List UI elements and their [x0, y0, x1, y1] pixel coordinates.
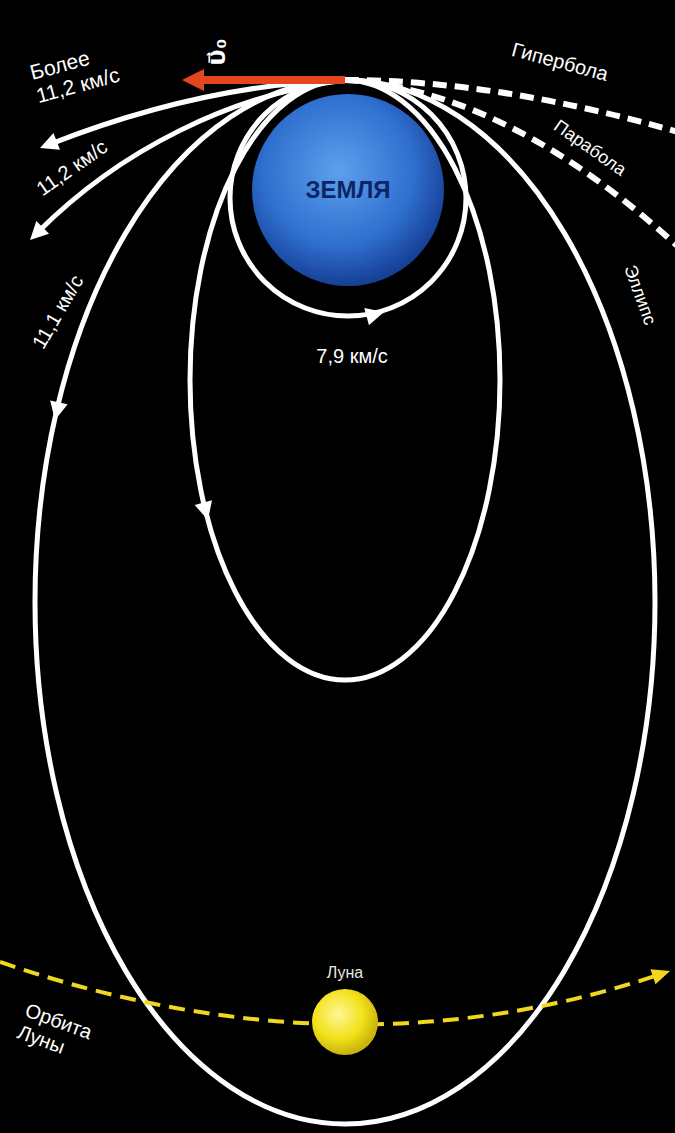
- moon-orbit-label: Орбита Луны: [14, 999, 110, 1071]
- circular-orbit: [230, 80, 466, 316]
- arrowhead: [37, 133, 60, 156]
- velocity-vector-label: υ⃗₀: [203, 38, 231, 65]
- earth-globe-circle: [252, 94, 444, 286]
- elliptic-orbit: [190, 80, 500, 680]
- earth-globe: ЗЕМЛЯ: [251, 93, 445, 287]
- speed-label: Более 11,2 км/с: [27, 36, 136, 109]
- speed-label: 11,1 км/с: [28, 271, 88, 353]
- velocity-vector: [200, 76, 345, 84]
- elliptic-orbit: [35, 80, 655, 1124]
- moon-outline: [311, 988, 379, 1056]
- trajectory-label: Парабола: [550, 116, 630, 181]
- velocity-arrowhead: [182, 69, 204, 91]
- arrowhead: [364, 303, 386, 325]
- arrowhead: [46, 400, 67, 421]
- arrowhead: [195, 500, 217, 522]
- moon-circle: [312, 989, 378, 1055]
- arrowhead: [650, 963, 672, 984]
- trajectory-label: Эллипс: [620, 262, 661, 327]
- node-label: Луна: [327, 964, 363, 982]
- node-label: ЗЕМЛЯ: [305, 176, 390, 204]
- trajectory-label: Гипербола: [509, 38, 610, 86]
- speed-label: 7,9 км/с: [316, 345, 387, 368]
- speed-label: 11,2 км/с: [32, 135, 112, 200]
- moon: Луна: [311, 964, 379, 1056]
- arrowhead: [24, 221, 49, 246]
